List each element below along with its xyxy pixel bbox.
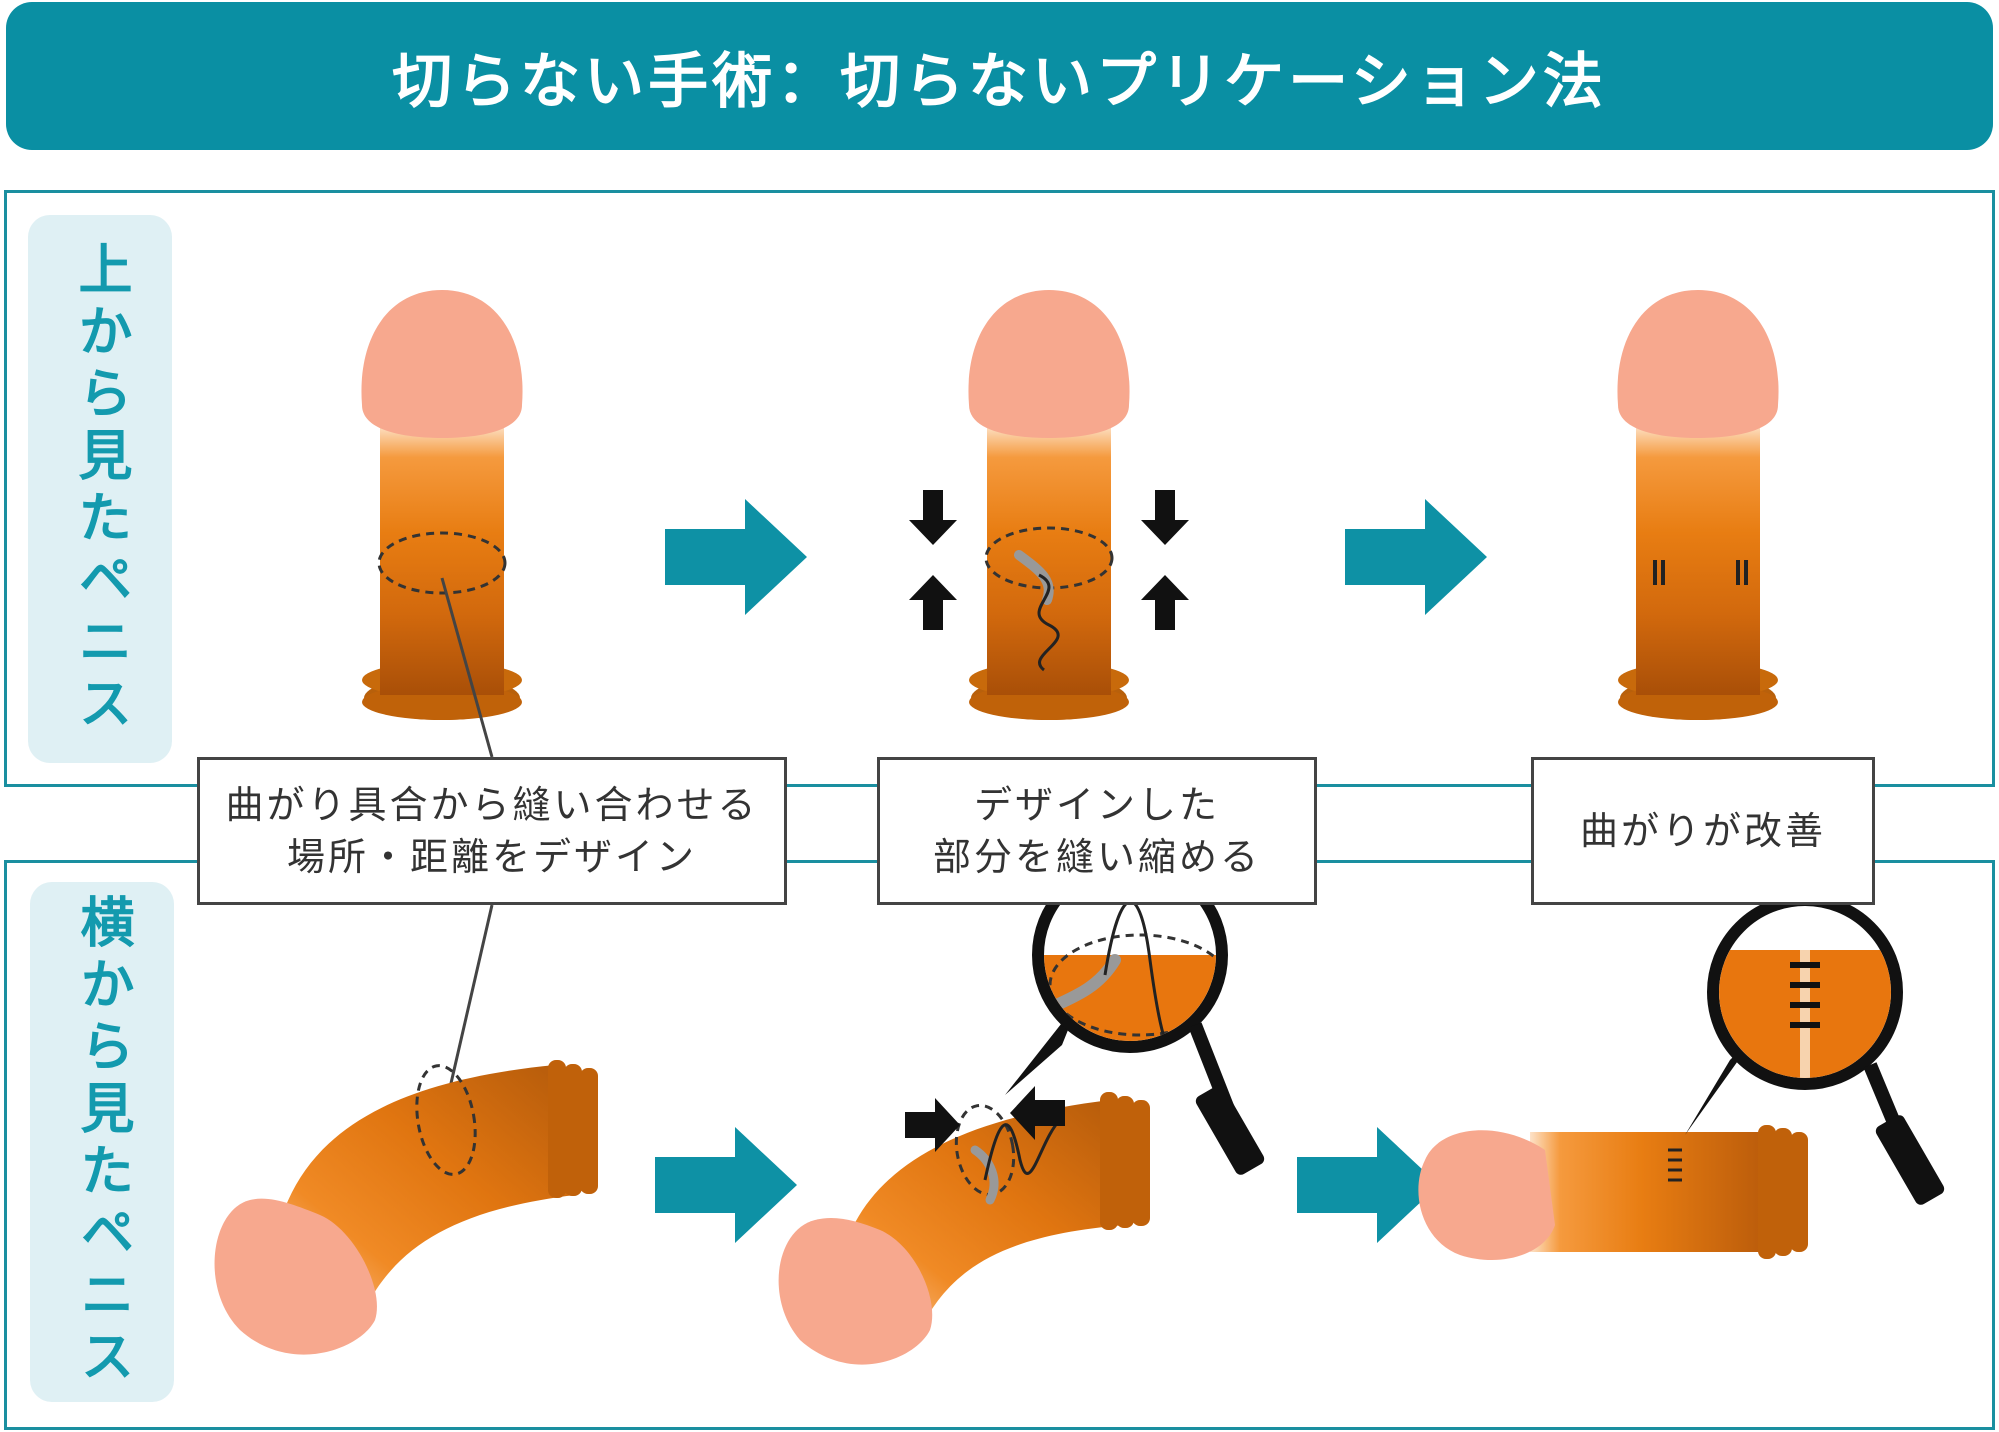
side-label-bottom: 横から見たペニス bbox=[30, 882, 174, 1402]
side-label-bottom-text: 横から見たペニス bbox=[71, 894, 134, 1390]
step-caption-2: デザインした 部分を縫い縮める bbox=[877, 757, 1317, 905]
penis-top-view-1 bbox=[361, 290, 523, 720]
page-title: 切らない手術：切らないプリケーション法 bbox=[392, 46, 1607, 117]
title-bar: 切らない手術：切らないプリケーション法 bbox=[6, 2, 1993, 150]
penis-side-view-3 bbox=[1418, 1125, 1808, 1261]
arrow-right-icon bbox=[655, 1127, 797, 1243]
arrow-right-icon bbox=[1297, 1127, 1439, 1243]
magnifier-icon-2 bbox=[1685, 894, 1945, 1205]
penis-side-view-2 bbox=[778, 1086, 1150, 1365]
leader-line-top bbox=[440, 577, 494, 758]
penis-top-view-2 bbox=[909, 290, 1189, 720]
penis-side-view-1 bbox=[214, 1060, 598, 1355]
step-caption-3: 曲がりが改善 bbox=[1531, 757, 1875, 905]
step-caption-1: 曲がり具合から縫い合わせる 場所・距離をデザイン bbox=[197, 757, 787, 905]
arrow-right-icon bbox=[665, 499, 807, 615]
magnifier-icon-1 bbox=[1005, 857, 1265, 1175]
side-label-top: 上から見たペニス bbox=[28, 215, 172, 763]
penis-top-view-3 bbox=[1617, 290, 1779, 720]
side-label-top-text: 上から見たペニス bbox=[69, 241, 132, 737]
leader-line-bottom bbox=[444, 904, 494, 1106]
arrow-right-icon bbox=[1345, 499, 1487, 615]
